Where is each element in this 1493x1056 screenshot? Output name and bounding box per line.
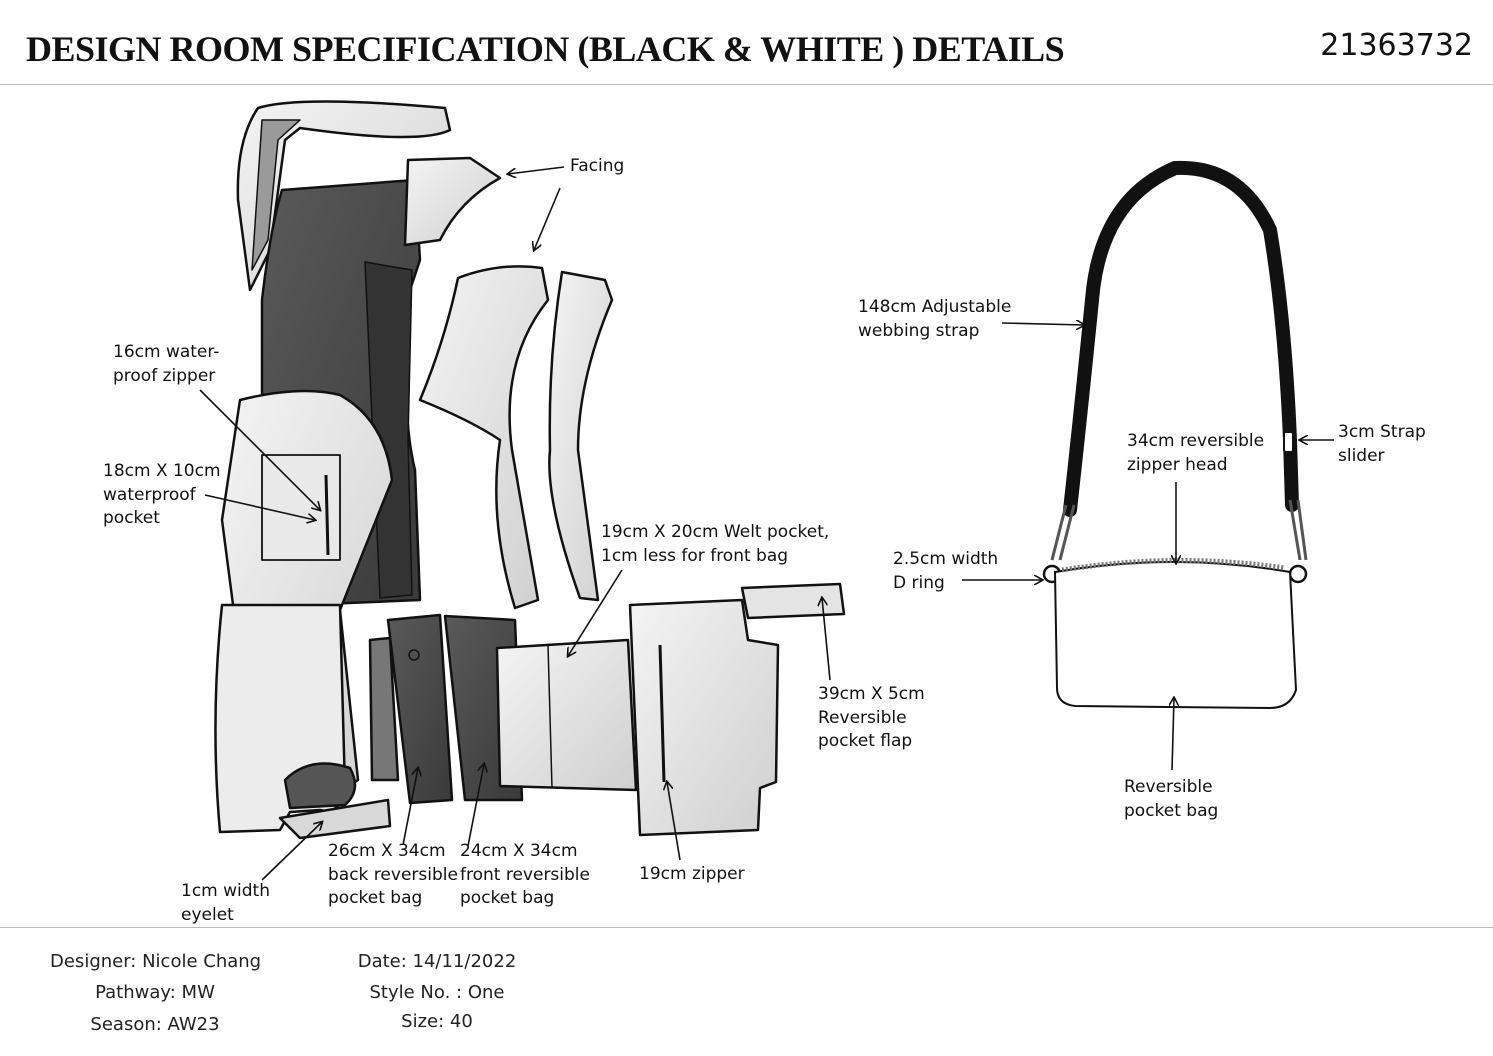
footer-designer: Designer: Nicole Chang [50, 951, 262, 972]
label-webbing-strap: 148cm Adjustable webbing strap [858, 297, 1012, 341]
label-back-pocket-bag: 26cm X 34cm back reversible pocket bag [328, 841, 458, 908]
webbing-strap [1063, 160, 1299, 517]
hood-panel [236, 100, 452, 292]
d-ring-right [1288, 564, 1308, 584]
label-pocket-flap: 39cm X 5cm Reversible pocket flap [818, 684, 925, 751]
hood-inner [251, 119, 301, 271]
label-d-ring: 2.5cm width D ring [893, 549, 999, 593]
label-19cm-zipper: 19cm zipper [639, 864, 745, 884]
header-divider [0, 84, 1493, 85]
strap-slider [1283, 431, 1294, 453]
document-number: 21363732 [1320, 28, 1473, 63]
footer-pathway: Pathway: MW [95, 982, 215, 1003]
label-strap-slider: 3cm Strap slider [1338, 422, 1426, 466]
facing-strip-2 [548, 270, 614, 602]
footer-size: Size: 40 [401, 1011, 473, 1032]
footer-date: Date: 14/11/2022 [357, 951, 517, 972]
page-title: DESIGN ROOM SPECIFICATION (BLACK & WHITE… [26, 29, 1065, 69]
label-reversible-pocket-bag: Reversible pocket bag [1124, 777, 1219, 821]
label-facing: Facing [570, 156, 625, 176]
footer-style-no: Style No. : One [369, 982, 505, 1003]
facing-strip-1 [418, 265, 550, 610]
label-welt-pocket: 19cm X 20cm Welt pocket, 1cm less for fr… [601, 522, 830, 566]
garment-illustration [214, 100, 846, 840]
label-zipper-head: 34cm reversible zipper head [1127, 431, 1265, 475]
zipper-panel [628, 598, 780, 837]
footer-divider [0, 927, 1493, 928]
pocket-flap [740, 582, 846, 620]
back-pocket-bag [386, 613, 454, 805]
welt-pocket-panel [495, 638, 638, 792]
facing-piece-top [403, 156, 502, 247]
crossbody-bag-illustration [1042, 160, 1308, 710]
leader-arrows [199, 166, 1334, 881]
label-waterproof-zipper: 16cm water- proof zipper [113, 342, 220, 386]
label-waterproof-pocket: 18cm X 10cm waterproof pocket [103, 461, 221, 528]
label-front-pocket-bag: 24cm X 34cm front reversible pocket bag [460, 841, 590, 908]
pocket-bag-body [1053, 561, 1298, 710]
label-eyelet: 1cm width eyelet [181, 881, 270, 925]
footer-season: Season: AW23 [90, 1014, 220, 1035]
